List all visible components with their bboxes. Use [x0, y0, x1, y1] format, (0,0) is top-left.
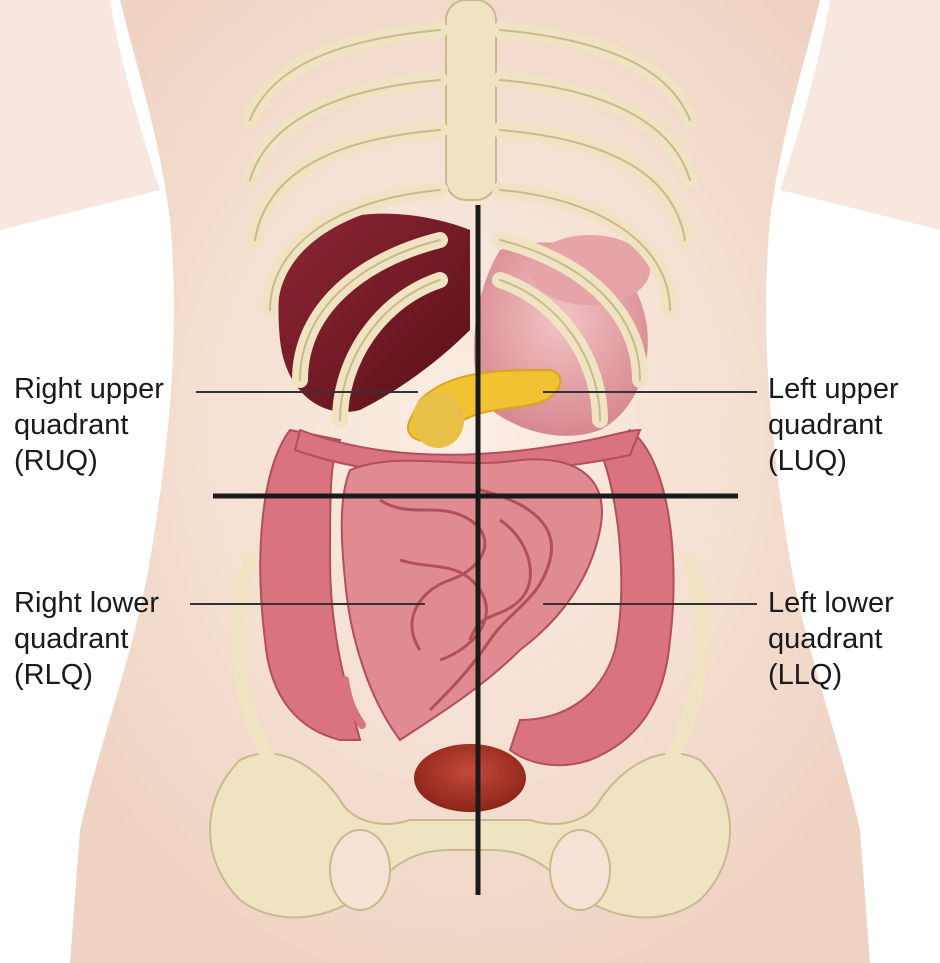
label-left-lower-quadrant: Left lower quadrant (LLQ) — [768, 585, 894, 693]
label-ruq-line3: (RUQ) — [14, 443, 164, 479]
label-luq-line2: quadrant — [768, 407, 899, 443]
label-ruq-line1: Right upper — [14, 371, 164, 407]
left-obturator — [330, 830, 390, 910]
label-luq-line1: Left upper — [768, 371, 899, 407]
label-llq-line2: quadrant — [768, 621, 894, 657]
label-right-upper-quadrant: Right upper quadrant (RUQ) — [14, 371, 164, 479]
label-llq-line3: (LLQ) — [768, 657, 894, 693]
sternum — [446, 0, 496, 200]
duodenum — [412, 392, 464, 448]
label-ruq-line2: quadrant — [14, 407, 164, 443]
label-rlq-line1: Right lower — [14, 585, 159, 621]
label-llq-line1: Left lower — [768, 585, 894, 621]
label-left-upper-quadrant: Left upper quadrant (LUQ) — [768, 371, 899, 479]
label-rlq-line2: quadrant — [14, 621, 159, 657]
bladder — [414, 744, 526, 812]
label-right-lower-quadrant: Right lower quadrant (RLQ) — [14, 585, 159, 693]
label-luq-line3: (LUQ) — [768, 443, 899, 479]
right-obturator — [550, 830, 610, 910]
label-rlq-line3: (RLQ) — [14, 657, 159, 693]
